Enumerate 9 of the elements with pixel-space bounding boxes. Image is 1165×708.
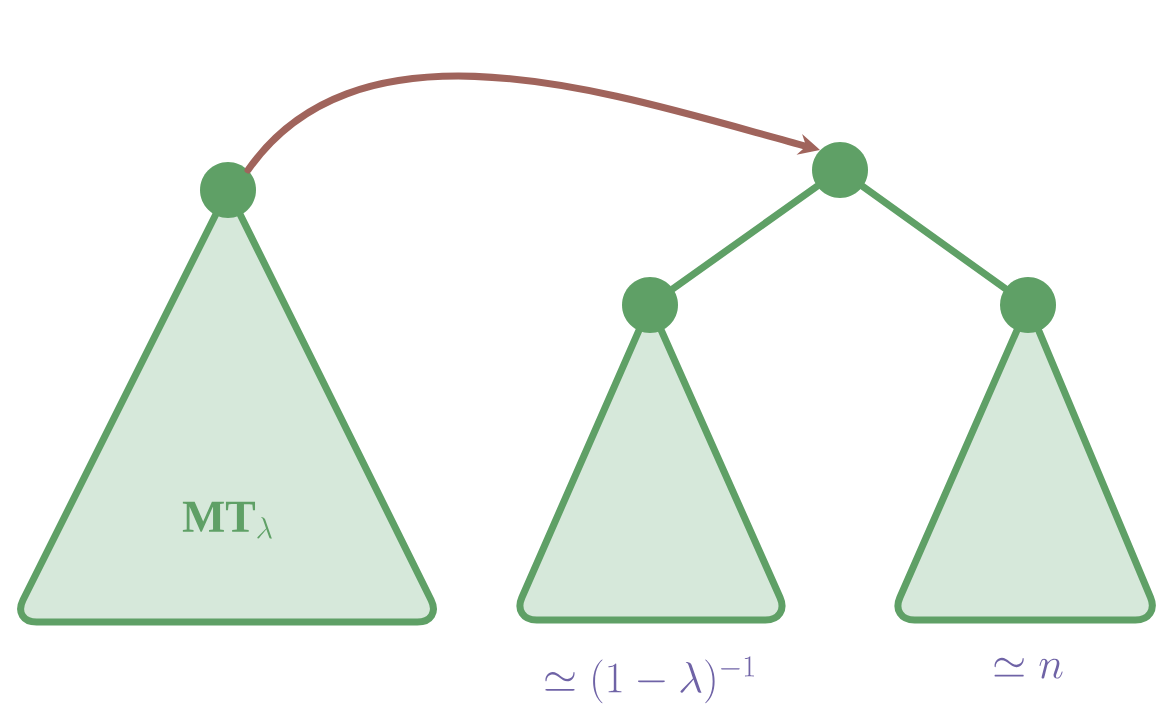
tree-vertex bbox=[200, 162, 256, 218]
tree-vertex bbox=[812, 142, 868, 198]
triangle-label: $\mathbf{MT}_\lambda$ bbox=[182, 501, 272, 539]
size-label: $\simeq n$ bbox=[994, 657, 1063, 679]
tree-edge bbox=[859, 183, 1009, 292]
size-label: $\simeq (1-\lambda)^{-1}$ bbox=[545, 656, 754, 704]
tree-edge bbox=[669, 182, 821, 293]
tree-vertex bbox=[622, 277, 678, 333]
tree-vertex bbox=[1000, 277, 1056, 333]
